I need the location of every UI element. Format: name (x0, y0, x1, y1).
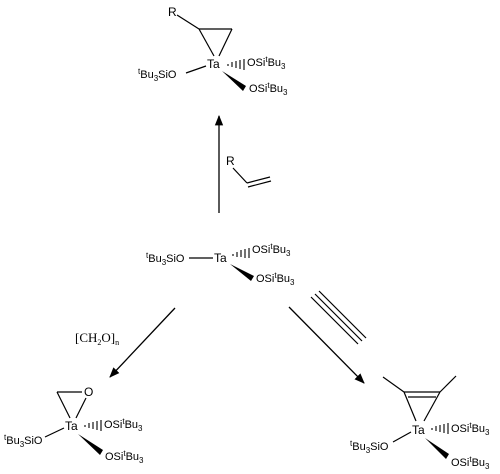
top-product: R Ta tBu3SiO OSitBu3 OSitBu3 (138, 5, 288, 97)
alkene-bond-2 (246, 176, 271, 184)
top-left-bond (185, 65, 207, 74)
center-wedge-bond (230, 264, 254, 281)
center-lower-silyloxy: OSitBu3 (256, 271, 295, 287)
bl-lower-silyloxy: OSitBu3 (105, 449, 144, 465)
top-Ta-label: Ta (207, 57, 220, 71)
alkene-R-label: R (226, 154, 235, 168)
top-ring-bond-left (198, 28, 215, 57)
bl-wedge-bond (78, 434, 103, 455)
br-left-methyl-bond (382, 376, 405, 393)
alkene-reagent: R (226, 154, 272, 188)
bl-hashed-bond (84, 420, 102, 431)
br-ring-bond-right (423, 391, 441, 422)
center-Ta-label: Ta (214, 251, 227, 265)
center-left-silyloxy: tBu3SiO (146, 251, 185, 267)
top-right-hashed-bond (227, 59, 245, 70)
bl-left-bond (44, 427, 65, 438)
br-left-bond (392, 431, 412, 443)
top-right-silyloxy: OSitBu3 (247, 55, 286, 71)
bl-ring-bond-ota (75, 397, 87, 419)
arrow-to-formaldehyde-product (109, 307, 176, 378)
bl-right-silyloxy: OSitBu3 (104, 417, 143, 433)
center-upper-silyloxy: OSitBu3 (252, 242, 291, 258)
br-right-silyloxy: OSitBu3 (451, 421, 490, 437)
alkyne-bond-3 (318, 290, 367, 339)
top-R-bond (176, 14, 200, 30)
br-right-methyl-bond (439, 375, 457, 393)
formaldehyde-reagent: [CH2O]n (75, 330, 119, 347)
alkyne-bond-1 (310, 296, 359, 345)
br-hashed-bond (431, 423, 449, 434)
br-Ta-label: Ta (412, 423, 425, 437)
bottom-left-product: O Ta tBu3SiO OSitBu3 OSitBu3 (4, 385, 144, 465)
bl-left-silyloxy: tBu3SiO (4, 433, 43, 449)
br-left-silyloxy: tBu3SiO (350, 439, 389, 455)
bl-Ta-label: Ta (65, 419, 78, 433)
top-left-silyloxy: tBu3SiO (138, 67, 177, 83)
top-R-label: R (168, 5, 177, 19)
bl-O-label: O (84, 385, 93, 399)
alkyne-bond-2 (314, 293, 363, 342)
top-ring-bond-right (218, 28, 233, 57)
center-reactant: tBu3SiO Ta OSitBu3 OSitBu3 (146, 242, 295, 287)
alkene-bond-2b (247, 180, 272, 188)
alkyne-reagent (310, 290, 367, 345)
br-lower-silyloxy: OSitBu3 (451, 455, 490, 471)
arrow-to-alkyne-product (288, 306, 365, 384)
top-lower-wedge-bond (222, 71, 246, 91)
top-lower-silyloxy: OSitBu3 (249, 81, 288, 97)
center-hashed-bond (232, 248, 250, 258)
br-wedge-bond (425, 438, 449, 459)
bottom-right-product: Ta tBu3SiO OSitBu3 OSitBu3 (350, 375, 490, 471)
bl-ring-bond-cta (56, 391, 71, 419)
br-ring-bond-left (403, 391, 417, 422)
alkene-bond-1 (232, 167, 248, 184)
